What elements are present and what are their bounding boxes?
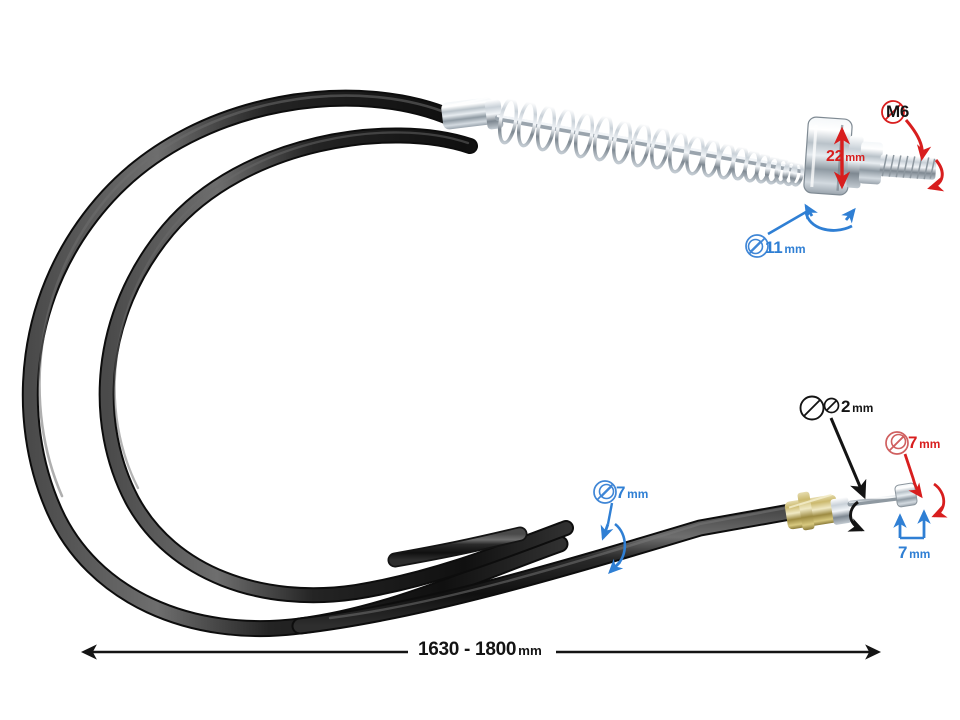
annotation-inner-wire-arrow (799, 395, 867, 532)
diameter-symbol-icon (823, 397, 840, 414)
diameter-symbol-icon (747, 238, 764, 255)
inner-wire-diameter-unit: mm (852, 401, 874, 415)
annotation-barrel-length-arrow (893, 509, 931, 540)
thread-size-value: M6 (886, 102, 910, 121)
spring-coil (495, 97, 804, 187)
overall-length-unit: mm (518, 643, 542, 658)
nut-diameter-value: 11 (765, 238, 783, 257)
barrel-end-diameter-value: 7 (908, 433, 918, 452)
outer-cable-diameter-unit: mm (627, 487, 649, 501)
chrome-ferrule-upper (441, 96, 504, 130)
label-thread-size: M6 (886, 102, 909, 122)
brass-ferrule (784, 491, 852, 531)
nut-diameter-unit: mm (784, 242, 806, 256)
nut-height-value: 22 (826, 148, 844, 165)
barrel-end-length-unit: mm (909, 547, 931, 561)
lower-cable-end-assembly (784, 482, 918, 531)
diameter-symbol-icon (890, 433, 907, 450)
inner-wire-diameter-value: 2 (841, 397, 851, 416)
annotation-thread-size-marker (881, 100, 945, 192)
barrel-end-length-value: 7 (898, 543, 908, 562)
nut-height-unit: mm (845, 152, 866, 164)
outer-cable-sheath (21, 89, 799, 638)
diameter-symbol-icon (598, 483, 615, 500)
barrel-end (894, 482, 918, 508)
overall-length-value: 1630 - 1800 (418, 639, 517, 660)
barrel-end-diameter-unit: mm (919, 437, 941, 451)
outer-cable-diameter-value: 7 (616, 483, 626, 502)
upper-cable-end-assembly (441, 96, 937, 196)
